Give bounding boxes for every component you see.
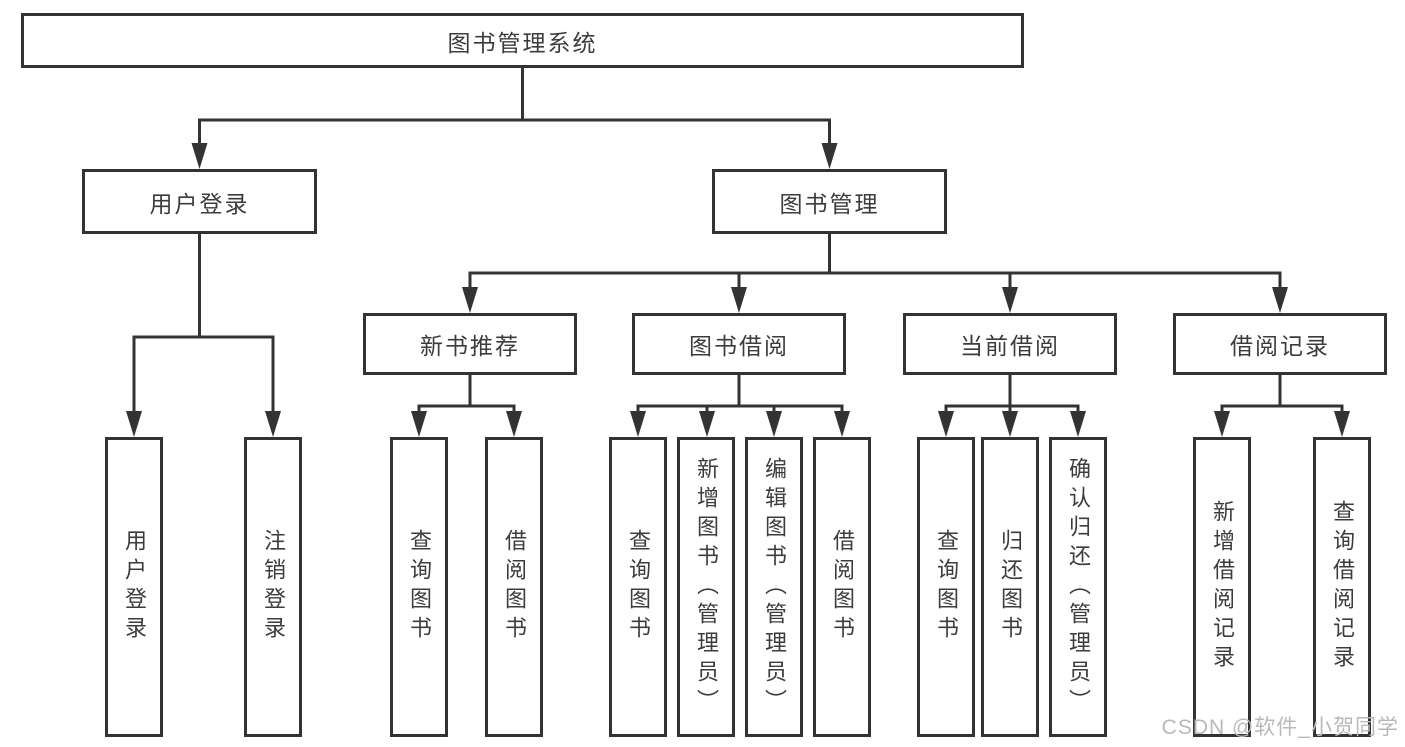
leaf-user-login: 用户登录 xyxy=(105,437,163,737)
node-label: 图书管理系统 xyxy=(447,29,598,56)
node-book-borrowing: 图书借阅 xyxy=(632,313,846,375)
leaf-label: 借阅图书 xyxy=(830,529,855,645)
node-book-management: 图书管理 xyxy=(712,169,947,234)
node-borrowing-records: 借阅记录 xyxy=(1173,313,1387,375)
leaf-label: 归还图书 xyxy=(998,529,1023,645)
leaf-query-borrow-record: 查询借阅记录 xyxy=(1313,437,1371,737)
leaf-query-books: 查询图书 xyxy=(917,437,975,737)
leaf-query-books: 查询图书 xyxy=(609,437,667,737)
node-label: 图书管理 xyxy=(779,190,880,217)
csdn-watermark: CSDN @软件_小贺同学 xyxy=(1161,716,1399,739)
node-user-login: 用户登录 xyxy=(82,169,317,234)
leaf-label: 查询借阅记录 xyxy=(1330,500,1355,674)
leaf-label: 编辑图书（管理员） xyxy=(762,456,787,718)
leaf-label: 新增图书（管理员） xyxy=(694,456,719,718)
leaf-borrow-books: 借阅图书 xyxy=(485,437,543,737)
leaf-label: 查询图书 xyxy=(626,529,651,645)
leaf-borrow-books: 借阅图书 xyxy=(813,437,871,737)
leaf-edit-book-admin: 编辑图书（管理员） xyxy=(745,437,803,737)
leaf-add-borrow-record: 新增借阅记录 xyxy=(1193,437,1251,737)
node-label: 当前借阅 xyxy=(960,333,1060,359)
node-label: 借阅记录 xyxy=(1230,333,1330,359)
node-library-management-system: 图书管理系统 xyxy=(21,13,1024,68)
leaf-query-books: 查询图书 xyxy=(390,437,448,737)
node-label: 新书推荐 xyxy=(420,333,520,359)
leaf-logout: 注销登录 xyxy=(244,437,302,737)
leaf-label: 注销登录 xyxy=(261,529,286,645)
leaf-label: 借阅图书 xyxy=(502,529,527,645)
leaf-label: 查询图书 xyxy=(407,529,432,645)
node-current-borrowing: 当前借阅 xyxy=(903,313,1117,375)
node-label: 图书借阅 xyxy=(689,333,789,359)
node-label: 用户登录 xyxy=(149,190,250,217)
leaf-label: 新增借阅记录 xyxy=(1210,500,1235,674)
leaf-return-books: 归还图书 xyxy=(981,437,1039,737)
leaf-label: 用户登录 xyxy=(122,529,147,645)
leaf-label: 确认归还（管理员） xyxy=(1066,456,1091,718)
leaf-confirm-return-admin: 确认归还（管理员） xyxy=(1049,437,1107,737)
leaf-label: 查询图书 xyxy=(934,529,959,645)
leaf-add-book-admin: 新增图书（管理员） xyxy=(677,437,735,737)
node-new-book-recommend: 新书推荐 xyxy=(363,313,577,375)
